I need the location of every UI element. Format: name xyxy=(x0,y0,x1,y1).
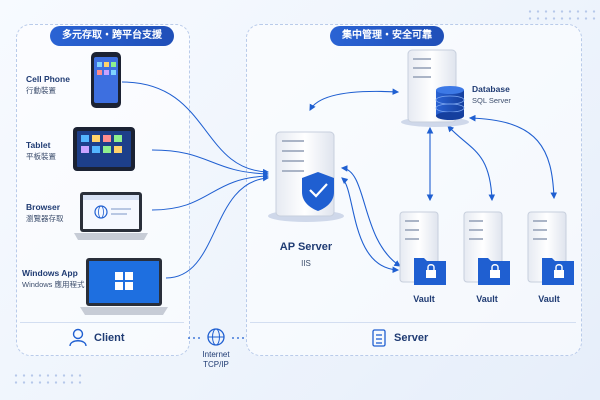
connector-db-vault3 xyxy=(468,114,558,200)
network-link xyxy=(188,328,246,346)
connector-ap-database xyxy=(309,88,400,111)
client-panel-title: 多元存取・跨平台支援 xyxy=(50,26,174,46)
database-server-icon xyxy=(401,49,469,127)
database-sub: SQL Server xyxy=(472,96,511,105)
decor-dots-bottom xyxy=(12,372,82,386)
server-panel-title: 集中管理・安全可靠 xyxy=(330,26,444,46)
server-connectors xyxy=(309,88,558,274)
vault-label-3: Vault xyxy=(538,294,560,304)
connector-phone xyxy=(121,81,269,175)
device-label-phone: Cell Phone 行動裝置 xyxy=(26,74,70,96)
vault-label-2: Vault xyxy=(476,294,498,304)
network-label: Internet TCP/IP xyxy=(202,350,229,370)
device-label-tablet: Tablet 平板裝置 xyxy=(26,140,56,162)
shield-server-icon xyxy=(268,131,344,222)
tablet-icon xyxy=(73,127,135,171)
device-sub: 行動裝置 xyxy=(26,86,56,95)
connector-ap-vault1-b xyxy=(341,177,400,274)
connector-db-vault2 xyxy=(447,125,496,202)
browser-laptop-icon xyxy=(74,192,148,240)
device-name: Windows App xyxy=(22,268,78,278)
smartphone-icon xyxy=(91,52,121,108)
server-icon xyxy=(372,329,386,347)
windows-laptop-icon xyxy=(80,258,168,315)
ap-server-sub: IIS xyxy=(301,259,311,268)
decor-dots-top xyxy=(526,8,596,22)
connector-ap-vault1 xyxy=(340,165,401,267)
device-name: Browser xyxy=(26,202,61,212)
server-footer-label: Server xyxy=(394,332,429,344)
database-label: Database SQL Server xyxy=(472,84,511,106)
device-sub: 平板裝置 xyxy=(26,152,56,161)
network-line2: TCP/IP xyxy=(203,360,229,369)
ap-server-name: AP Server xyxy=(279,241,333,253)
network-line1: Internet xyxy=(202,350,230,359)
ap-server-label: AP Server IIS xyxy=(280,240,332,269)
client-footer-label: Client xyxy=(94,332,125,344)
device-sub: Windows 應用程式 xyxy=(22,280,85,289)
user-icon xyxy=(69,328,87,347)
database-name: Database xyxy=(472,84,510,94)
connector-browser xyxy=(151,173,269,211)
client-divider xyxy=(20,322,184,323)
device-connectors xyxy=(121,81,269,279)
vault-server-2 xyxy=(463,211,510,285)
device-name: Tablet xyxy=(26,140,51,150)
vault-server-1 xyxy=(399,211,446,285)
device-sub: 瀏覽器存取 xyxy=(26,214,64,223)
connector-tablet xyxy=(151,149,269,177)
device-name: Cell Phone xyxy=(26,74,70,84)
server-divider xyxy=(250,322,576,323)
vault-label-1: Vault xyxy=(413,294,435,304)
vault-server-3 xyxy=(527,211,574,285)
connector-windows xyxy=(165,175,269,279)
device-label-browser: Browser 瀏覽器存取 xyxy=(26,202,64,224)
device-label-windows: Windows App Windows 應用程式 xyxy=(22,268,85,290)
